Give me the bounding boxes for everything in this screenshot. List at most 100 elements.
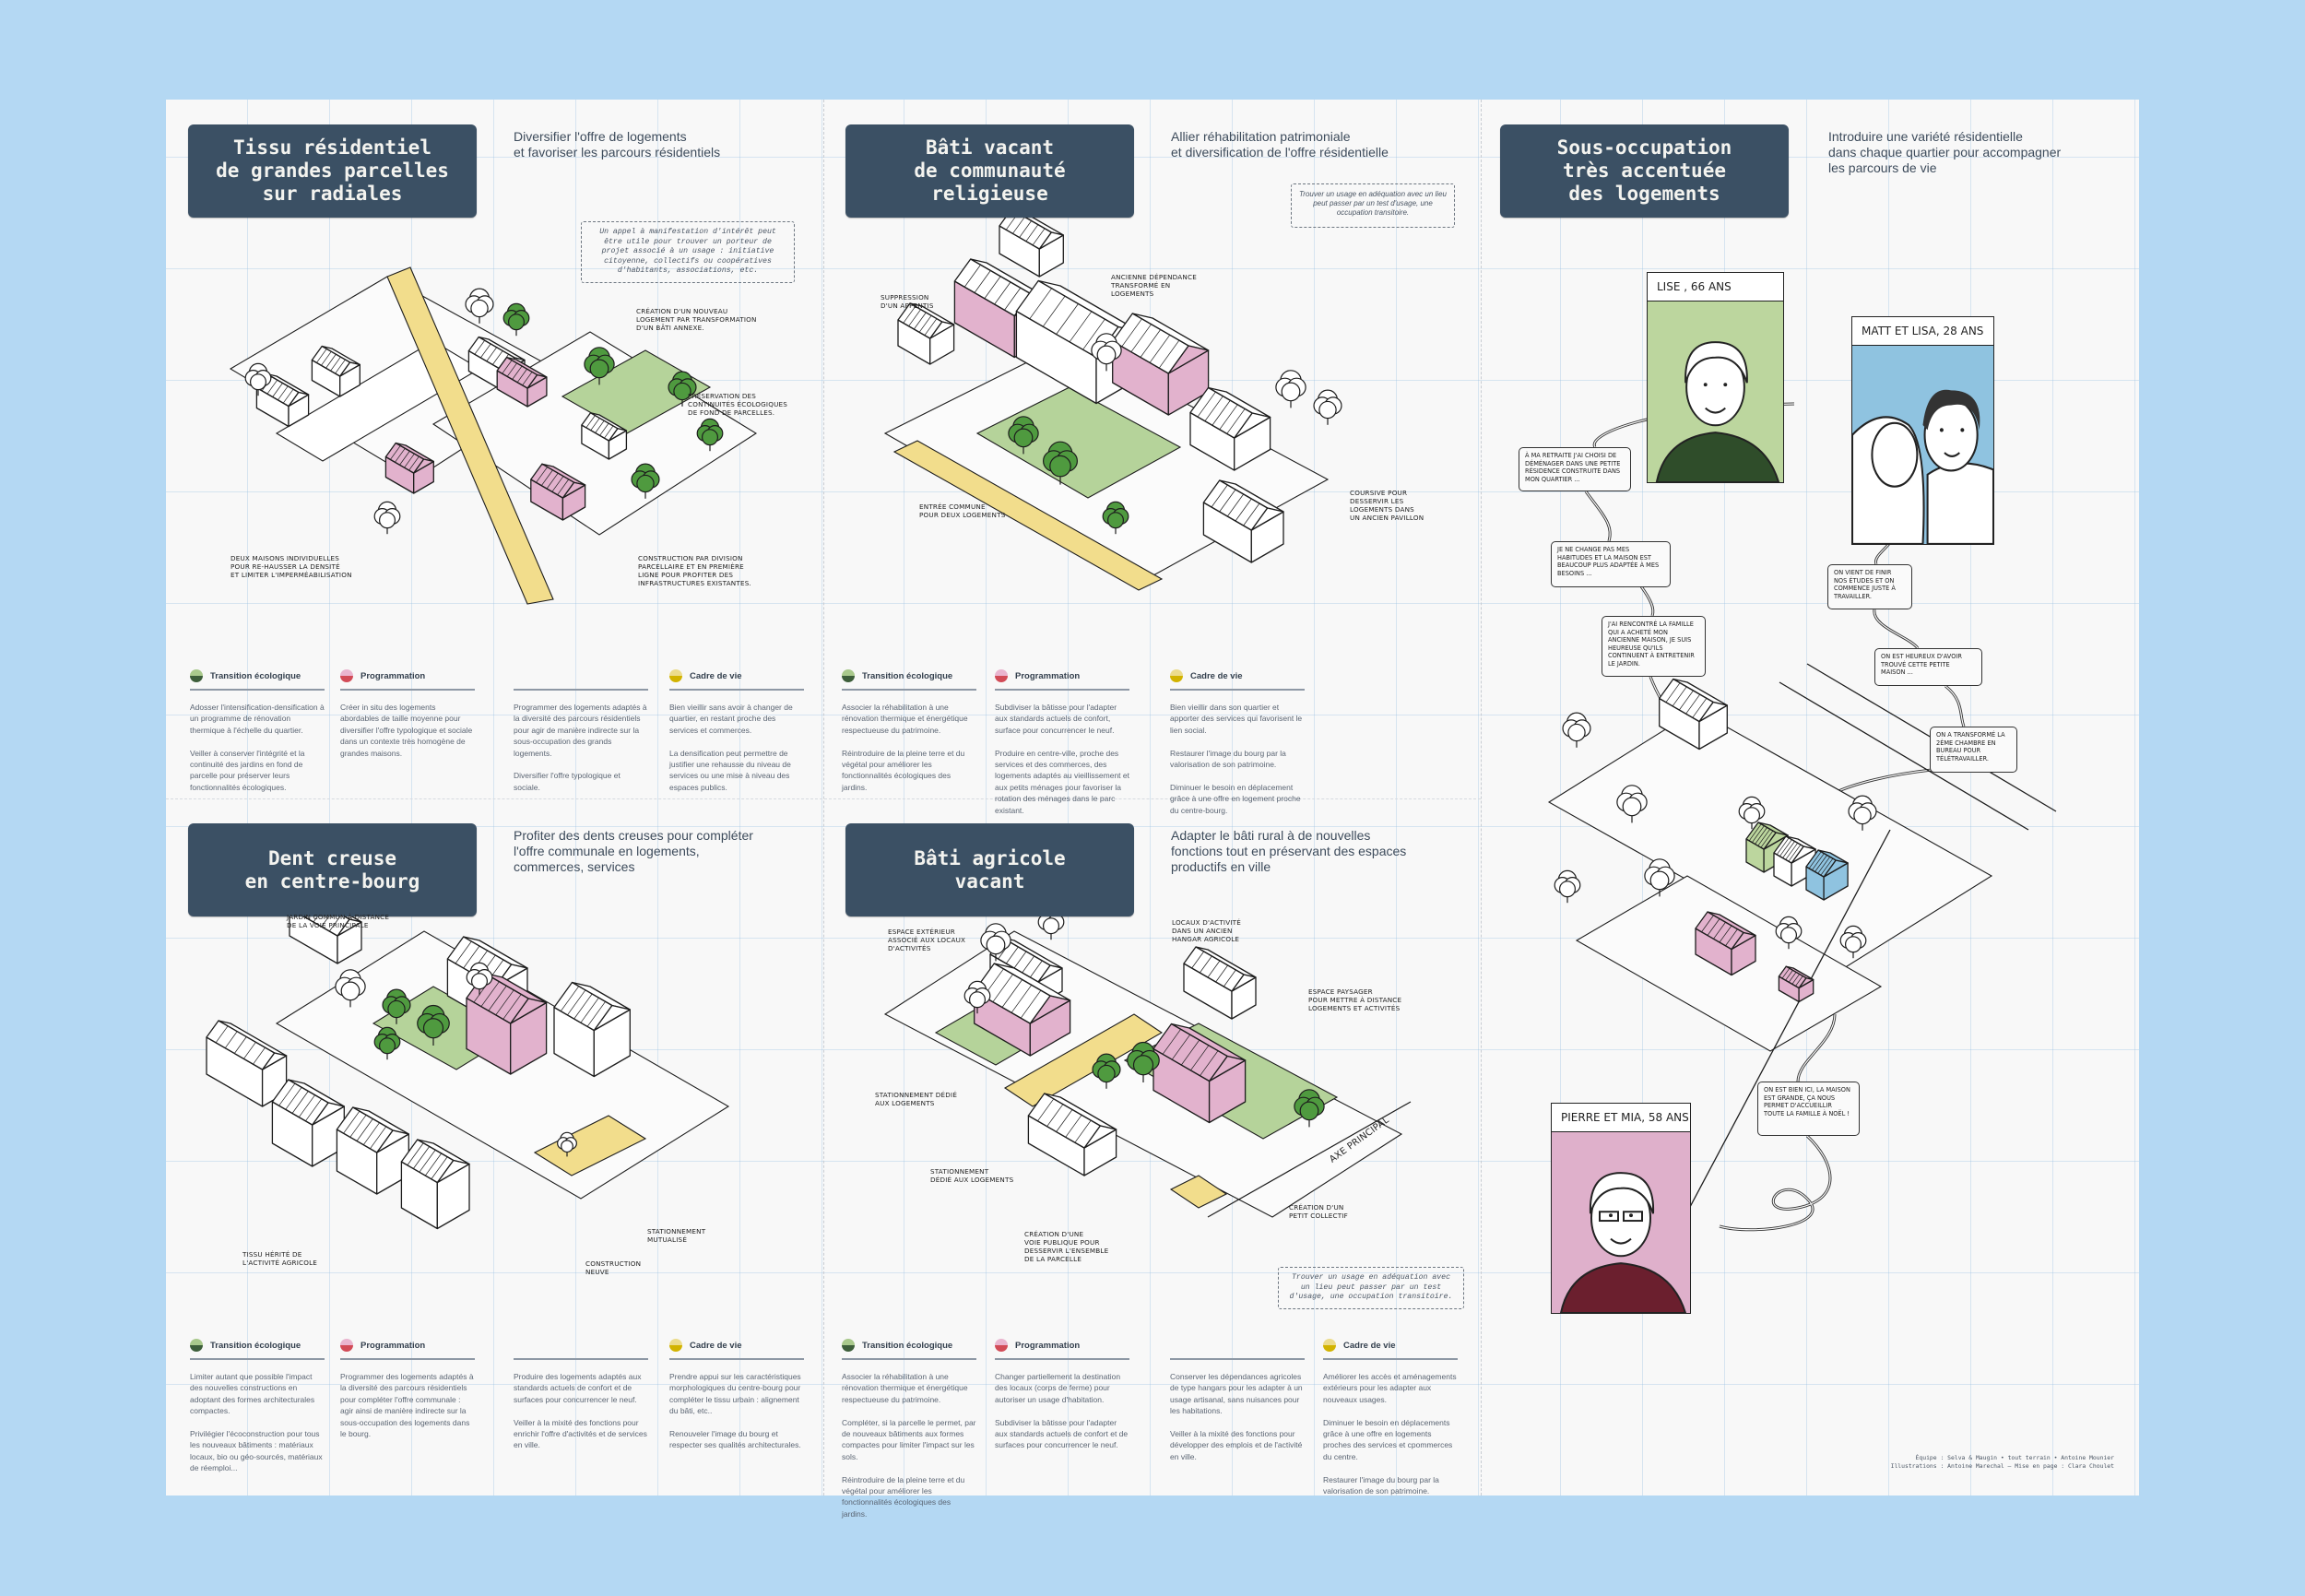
- character-name: Pierre et Mia, 58 ans: [1552, 1104, 1690, 1132]
- theme-paragraph: Produire en centre-ville, proche des ser…: [995, 748, 1129, 815]
- character-name: Matt et Lisa, 28 ans: [1852, 317, 1993, 346]
- theme-rule: [842, 689, 976, 691]
- torso: [1559, 1262, 1687, 1313]
- illustration-annotation: Construction par division parcellaire et…: [638, 554, 751, 587]
- theme-rule: [340, 689, 475, 691]
- hair: [1589, 1172, 1655, 1214]
- face: [1871, 421, 1919, 488]
- theme-text: Programmer des logements adaptés à la di…: [514, 702, 648, 793]
- theme-header-label: Programmation: [361, 670, 426, 681]
- theme-header: Programmation: [995, 665, 1129, 687]
- theme-header: [514, 665, 648, 687]
- theme-paragraph: Programmer des logements adaptés à la di…: [340, 1372, 474, 1439]
- transition-theme-icon: [842, 1339, 855, 1352]
- speech-bubble: On est heureux d'avoir trouvé cette peti…: [1874, 648, 1982, 686]
- eye: [1723, 383, 1728, 387]
- programmation-theme-icon: [995, 669, 1008, 682]
- theme-paragraph: Programmer des logements adaptés à la di…: [514, 703, 647, 758]
- theme-header: Programmation: [340, 665, 475, 687]
- illustration-annotation: Suppression d'un appentis: [881, 293, 934, 310]
- theme-header: Transition écologique: [190, 665, 325, 687]
- eye: [1609, 1213, 1613, 1218]
- panel-title: Dent creuse en centre-bourg: [188, 823, 477, 916]
- hair: [1922, 389, 1980, 431]
- theme-paragraph: Diversifier l'offre typologique et socia…: [514, 771, 621, 792]
- theme-rule: [669, 1358, 804, 1360]
- illustration-annotation: Deux maisons individuelles pour re-hauss…: [230, 554, 352, 579]
- panel-title: Tissu résidentiel de grandes parcelles s…: [188, 124, 477, 218]
- theme-header-label: Cadre de vie: [1190, 670, 1243, 681]
- credits-team: Équipe : Selva & Maugin • tout terrain •…: [1915, 1454, 2114, 1461]
- speech-bubble: On a transformé la 2ème chambre en burea…: [1930, 727, 2017, 773]
- theme-rule: [340, 1358, 475, 1360]
- column-divider: [1481, 100, 1482, 1496]
- theme-column-programmation: Produire des logements adaptés aux stand…: [514, 1334, 648, 1462]
- theme-paragraph: Associer la réhabilitation à une rénovat…: [842, 1372, 968, 1404]
- panel-title: Bâti agricole vacant: [845, 823, 1134, 916]
- theme-paragraph: Améliorer les accès et aménagements exté…: [1323, 1372, 1457, 1404]
- theme-text: Limiter autant que possible l'impact des…: [190, 1371, 325, 1474]
- cadre-theme-icon: [1323, 1339, 1336, 1352]
- cadre-theme-icon: [1170, 669, 1183, 682]
- row-divider: [166, 798, 1481, 799]
- programmation-theme-icon: [340, 1339, 353, 1352]
- illustration-annotation: Locaux d'activité dans un ancien hangar …: [1172, 918, 1242, 943]
- panel-title: Bâti vacant de communauté religieuse: [845, 124, 1134, 218]
- transition-theme-icon: [190, 669, 203, 682]
- character-portrait: [1552, 1132, 1690, 1313]
- transition-theme-icon: [842, 669, 855, 682]
- theme-paragraph: Réintroduire de la pleine terre et du vé…: [842, 748, 965, 792]
- theme-rule: [995, 1358, 1129, 1360]
- theme-text: Changer partiellement la destination des…: [995, 1371, 1129, 1451]
- theme-rule: [514, 689, 648, 691]
- illustration-annotation: Création d'un nouveau logement par trans…: [636, 307, 757, 332]
- portrait-drawing: [1852, 389, 1993, 544]
- theme-header-label: Transition écologique: [210, 1340, 301, 1351]
- illustration-annotation: Préservation des continuités écologiques…: [688, 392, 788, 417]
- theme-header-label: Cadre de vie: [690, 1340, 742, 1351]
- theme-header: Programmation: [995, 1334, 1129, 1356]
- callout-note: Trouver un usage en adéquation avec un l…: [1278, 1267, 1464, 1309]
- illustration-annotation: Création d'une voie publique pour desser…: [1024, 1230, 1109, 1263]
- theme-paragraph: Privilégier l'écoconstruction pour tous …: [190, 1429, 323, 1473]
- character-portrait: [1852, 346, 1993, 544]
- theme-paragraph: Subdiviser la bâtisse pour l'adapter aux…: [995, 1417, 1129, 1450]
- cadre-theme-icon: [669, 669, 682, 682]
- illustration-annotation: Stationnement dédié aux logements: [930, 1167, 1014, 1184]
- panel-subtitle: Adapter le bâti rural à de nouvelles fon…: [1171, 828, 1407, 874]
- illustration-annotation: Espace extérieur associé aux locaux d'ac…: [888, 928, 966, 952]
- torso: [1655, 432, 1780, 482]
- theme-paragraph: Réintroduire de la pleine terre et du vé…: [842, 1474, 965, 1519]
- theme-header-label: Programmation: [361, 1340, 426, 1351]
- theme-rule: [514, 1358, 648, 1360]
- transition-theme-icon: [190, 1339, 203, 1352]
- theme-column-programmation: Conserver les dépendances agricoles de t…: [1170, 1334, 1305, 1474]
- theme-text: Prendre appui sur les caractéristiques m…: [669, 1371, 804, 1451]
- theme-paragraph: Prendre appui sur les caractéristiques m…: [669, 1372, 801, 1416]
- mouth: [1944, 452, 1960, 457]
- theme-column-programmation: Programmer des logements adaptés à la di…: [514, 665, 648, 805]
- mouth: [1705, 407, 1726, 414]
- eye: [1703, 383, 1708, 387]
- theme-paragraph: Associer la réhabilitation à une rénovat…: [842, 703, 968, 735]
- theme-header-label: Transition écologique: [210, 670, 301, 681]
- theme-text: Adosser l'intensification-densification …: [190, 702, 325, 793]
- illustration-annotation: Ancienne dépendance transformé en logeme…: [1111, 273, 1197, 298]
- theme-paragraph: Subdiviser la bâtisse pour l'adapter aux…: [995, 703, 1117, 735]
- character-portrait: [1648, 301, 1783, 482]
- theme-paragraph: Bien vieillir dans son quartier et appor…: [1170, 703, 1303, 735]
- theme-paragraph: Conserver les dépendances agricoles de t…: [1170, 1372, 1303, 1416]
- illustration-annotation: Jardin commun à distance de la voie prin…: [287, 913, 390, 929]
- theme-paragraph: Bien vieillir sans avoir à changer de qu…: [669, 703, 793, 735]
- eye: [1629, 1213, 1633, 1218]
- eye: [1939, 428, 1944, 432]
- theme-text: Subdiviser la bâtisse pour l'adapter aux…: [995, 702, 1129, 816]
- theme-paragraph: Restaurer l'image du bourg par la valori…: [1170, 748, 1286, 770]
- panel-subtitle: Allier réhabilitation patrimoniale et di…: [1171, 129, 1389, 160]
